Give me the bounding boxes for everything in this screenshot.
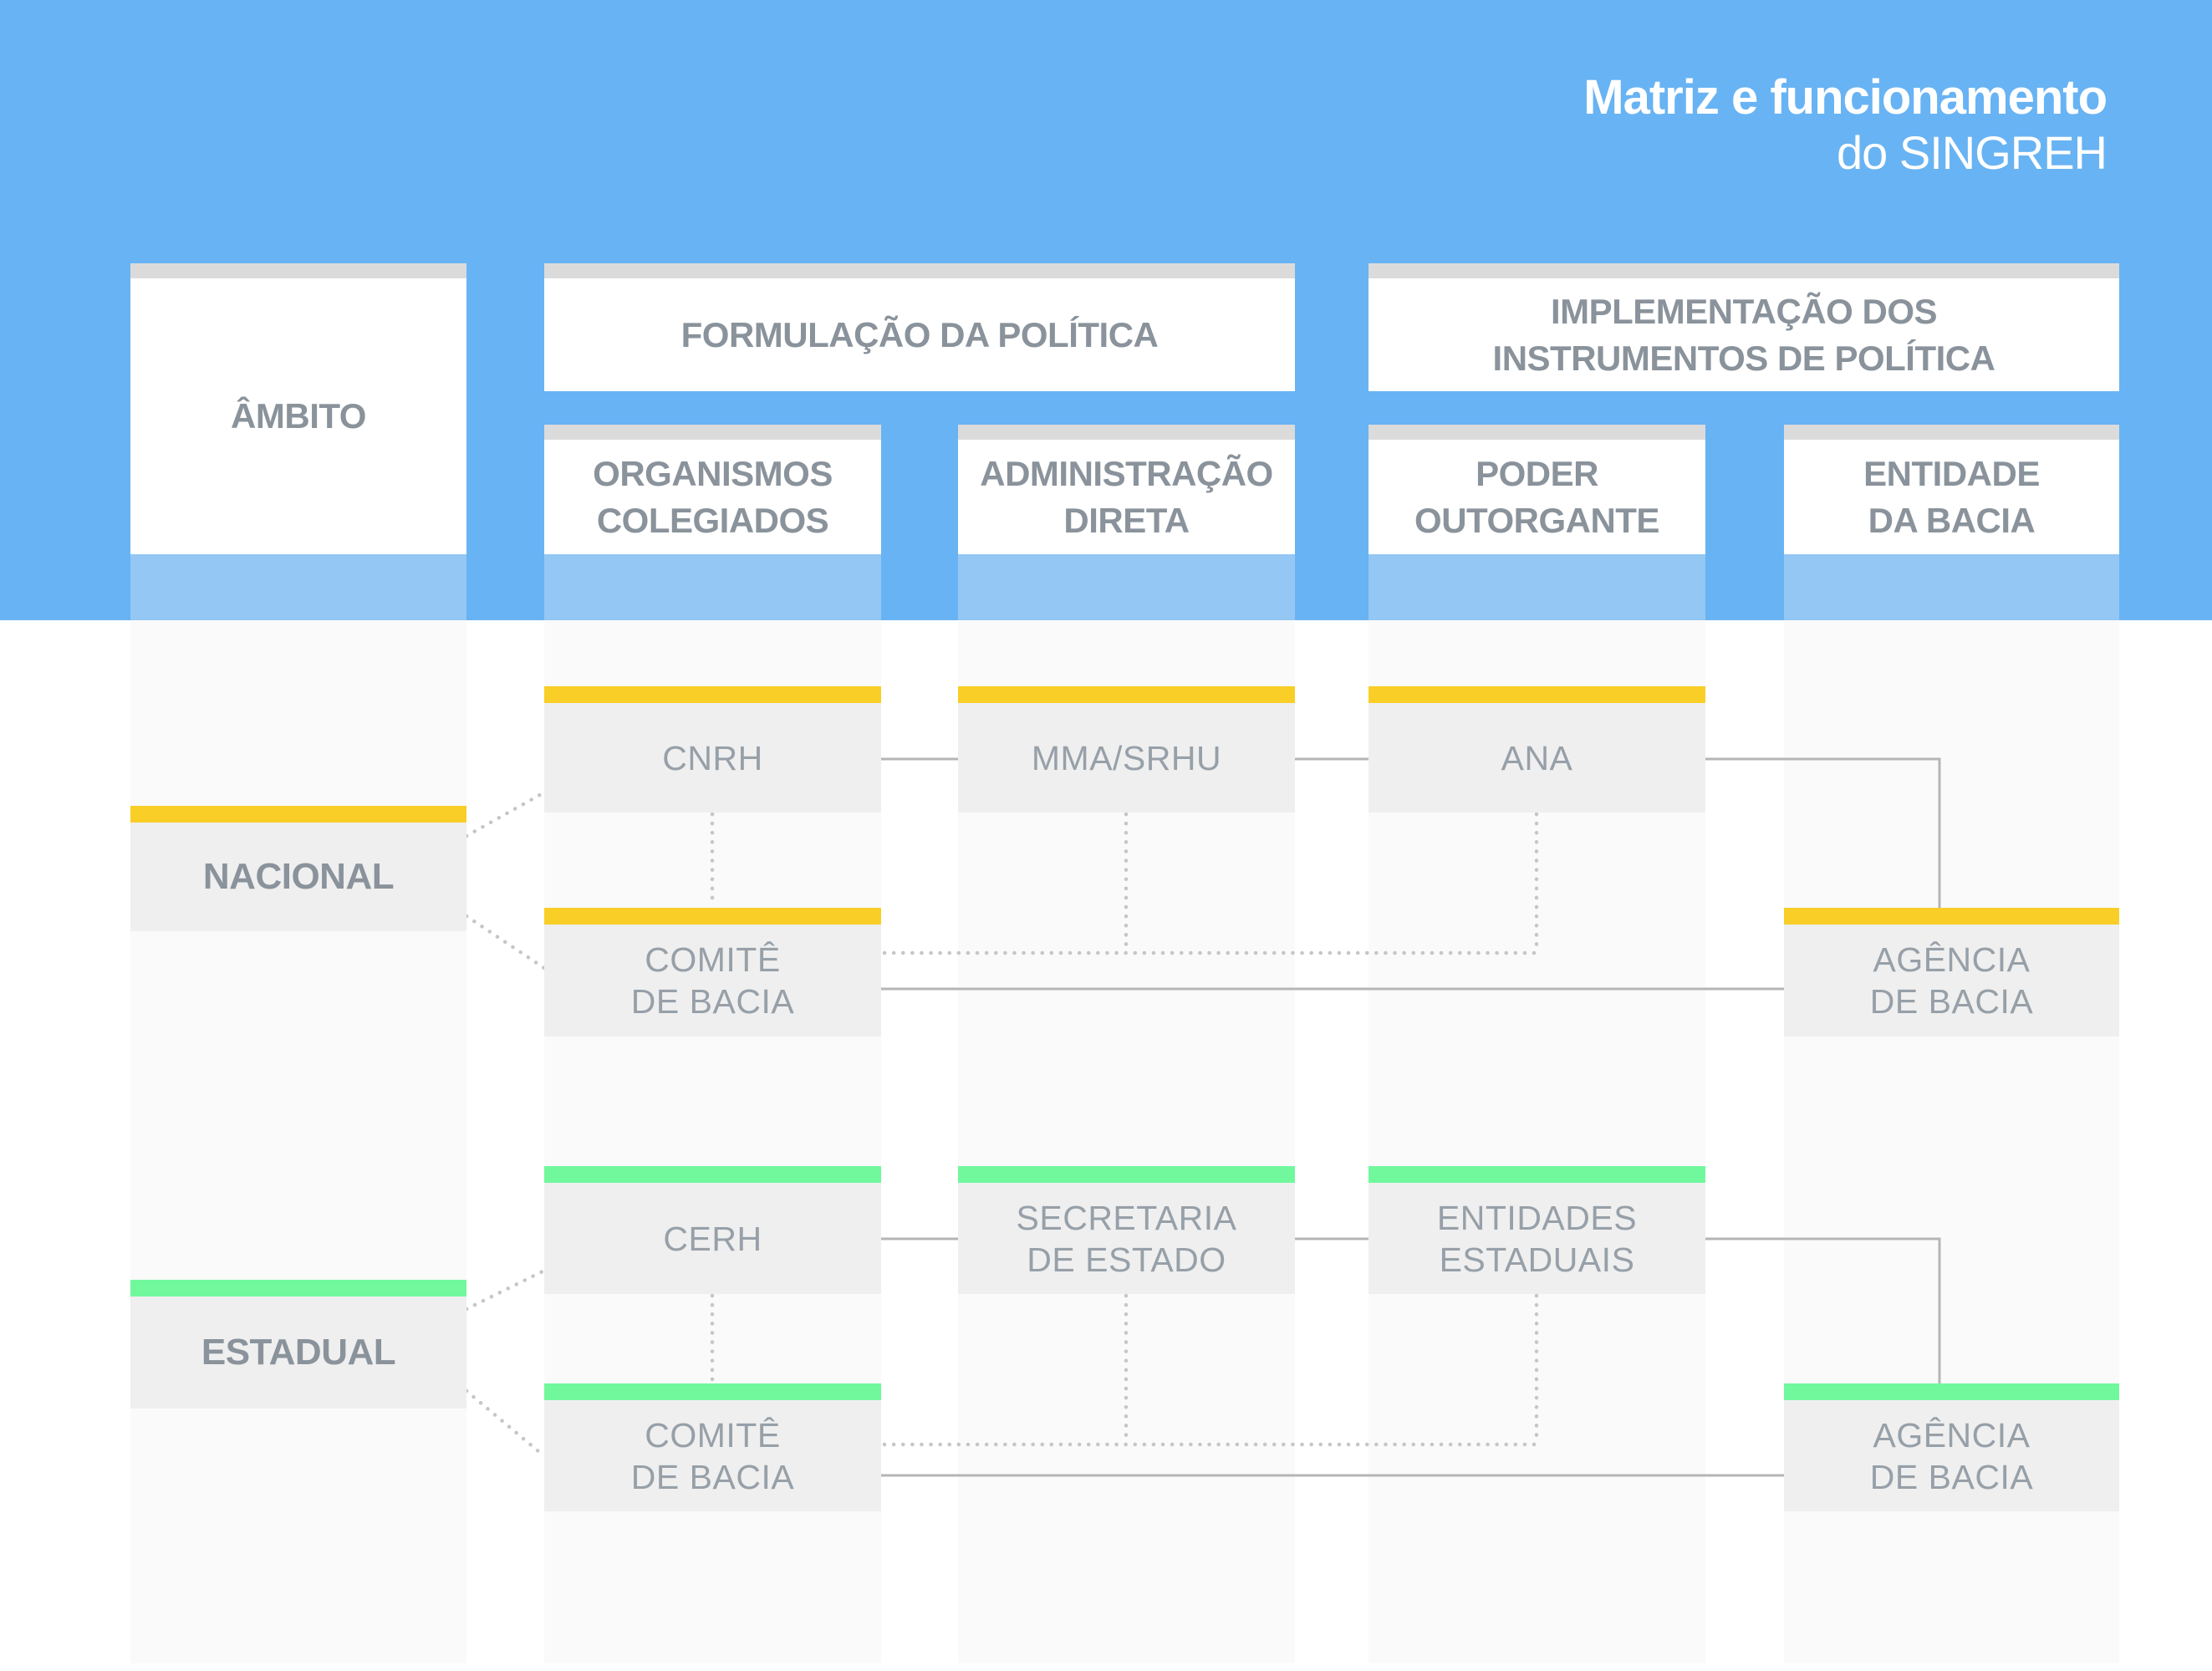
box-top-strip [1784, 425, 2119, 440]
accent-bar-green [544, 1166, 881, 1183]
box-comite-de-bacia-nacional: COMITÊ DE BACIA [544, 908, 881, 1037]
header-administracao-direta: ADMINISTRAÇÃO DIRETA [958, 425, 1295, 554]
cerh-label: CERH [663, 1219, 762, 1258]
agencia-estadual-label: AGÊNCIA DE BACIA [1869, 1415, 2034, 1496]
row-label-estadual: ESTADUAL [130, 1280, 466, 1409]
header-formulacao: FORMULAÇÃO DA POLÍTICA [544, 263, 1295, 391]
ambito-label: ÂMBITO [231, 396, 366, 436]
box-cerh: CERH [544, 1166, 881, 1294]
secretaria-label: SECRETARIA DE ESTADO [1016, 1198, 1237, 1279]
column-band-blue-entidade [1784, 554, 2119, 620]
box-top-strip [1368, 425, 1705, 440]
box-top-strip [544, 263, 1295, 278]
agencia-nacional-label: AGÊNCIA DE BACIA [1869, 940, 2034, 1021]
column-band-blue-ambito [130, 554, 466, 620]
ana-label: ANA [1501, 738, 1573, 777]
accent-bar-yellow [1784, 908, 2119, 925]
title-line-2: do SINGREH [1837, 126, 2108, 179]
accent-bar-yellow [1368, 686, 1705, 703]
accent-bar-green [1368, 1166, 1705, 1183]
title-line-1: Matriz e funcionamento [1583, 70, 2108, 125]
box-comite-de-bacia-estadual: COMITÊ DE BACIA [544, 1383, 881, 1511]
header-organismos-colegiados: ORGANISMOS COLEGIADOS [544, 425, 881, 554]
entidade-label: ENTIDADE DA BACIA [1863, 453, 2040, 540]
column-band-blue-poder [1368, 554, 1705, 620]
box-top-strip [130, 263, 466, 278]
accent-bar-green [958, 1166, 1295, 1183]
box-entidades-estaduais: ENTIDADES ESTADUAIS [1368, 1166, 1705, 1294]
box-top-strip [544, 425, 881, 440]
accent-bar-yellow [544, 686, 881, 703]
row-label-nacional: NACIONAL [130, 806, 466, 931]
column-band-ambito [130, 620, 466, 1663]
mma-srhu-label: MMA/SRHU [1031, 738, 1222, 777]
comite-estadual-label: COMITÊ DE BACIA [630, 1415, 795, 1496]
solid-connectors [881, 757, 1941, 1477]
box-top-strip [1368, 263, 2119, 278]
box-agencia-de-bacia-estadual: AGÊNCIA DE BACIA [1784, 1383, 2119, 1511]
implementacao-label: IMPLEMENTAÇÃO DOS INSTRUMENTOS DE POLÍTI… [1492, 291, 1995, 378]
accent-bar-yellow [958, 686, 1295, 703]
column-band-blue-organismos [544, 554, 881, 620]
diagram-title: Matriz e funcionamento do SINGREH [1583, 70, 2108, 181]
administracao-label: ADMINISTRAÇÃO DIRETA [980, 453, 1273, 540]
estadual-label: ESTADUAL [201, 1332, 396, 1373]
column-band-blue-administracao [958, 554, 1295, 620]
header-poder-outorgante: PODER OUTORGANTE [1368, 425, 1705, 554]
entidades-label: ENTIDADES ESTADUAIS [1436, 1198, 1638, 1279]
box-agencia-de-bacia-nacional: AGÊNCIA DE BACIA [1784, 908, 2119, 1037]
box-secretaria-de-estado: SECRETARIA DE ESTADO [958, 1166, 1295, 1294]
formulacao-label: FORMULAÇÃO DA POLÍTICA [680, 314, 1159, 354]
box-cnrh: CNRH [544, 686, 881, 813]
box-ana: ANA [1368, 686, 1705, 813]
accent-bar-green [544, 1383, 881, 1400]
poder-label: PODER OUTORGANTE [1414, 453, 1659, 540]
box-top-strip [958, 425, 1295, 440]
accent-bar-green [1784, 1383, 2119, 1400]
organismos-label: ORGANISMOS COLEGIADOS [593, 453, 833, 540]
dotted-connectors [464, 790, 1539, 1459]
box-mma-srhu: MMA/SRHU [958, 686, 1295, 813]
cnrh-label: CNRH [662, 738, 763, 777]
header-entidade-da-bacia: ENTIDADE DA BACIA [1784, 425, 2119, 554]
header-ambito: ÂMBITO [130, 263, 466, 554]
nacional-label: NACIONAL [202, 856, 395, 897]
accent-bar-green [130, 1280, 466, 1297]
accent-bar-yellow [130, 806, 466, 823]
comite-nacional-label: COMITÊ DE BACIA [630, 940, 795, 1021]
accent-bar-yellow [544, 908, 881, 925]
header-implementacao: IMPLEMENTAÇÃO DOS INSTRUMENTOS DE POLÍTI… [1368, 263, 2119, 391]
